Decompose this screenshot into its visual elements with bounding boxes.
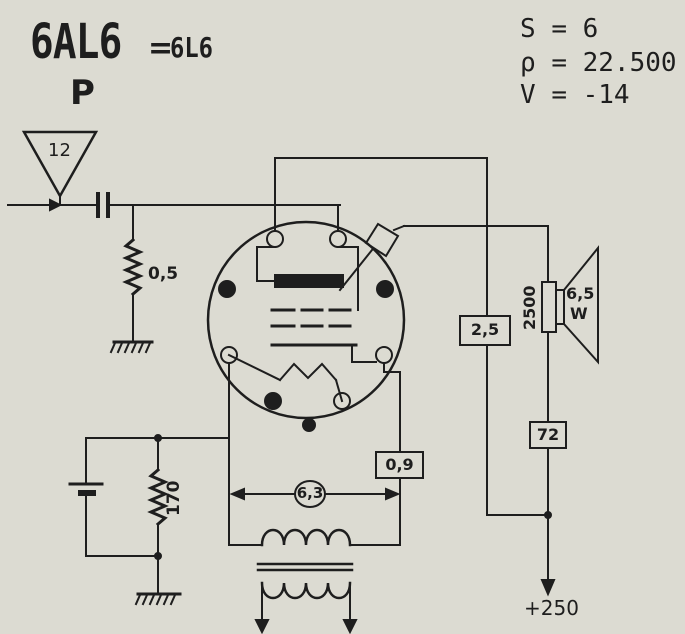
heater-voltage-label: 6,3 <box>296 484 324 502</box>
speaker-icon <box>541 225 599 423</box>
param-v: V = -14 <box>520 82 630 108</box>
cathode-resistor-label: 170 <box>164 480 184 517</box>
grid-resistor <box>122 204 144 341</box>
input-triangle-icon <box>21 130 99 199</box>
tube-electrodes <box>227 246 377 403</box>
equivalence-sign: = <box>148 31 174 66</box>
param-rho-symbol: ρ <box>520 48 536 78</box>
supply-line <box>540 447 556 597</box>
param-v-sep: = <box>551 80 567 110</box>
param-v-symbol: V <box>520 80 536 110</box>
supply-resistor-label: 72 <box>536 425 560 444</box>
param-v-value: -14 <box>582 80 630 110</box>
heater-resistor-box <box>375 451 424 479</box>
heater-circuit <box>228 362 401 546</box>
coupling-capacitor <box>96 192 341 218</box>
param-rho-value: 22.500 <box>582 48 677 78</box>
tube-type-letter: P <box>70 73 95 113</box>
param-s-value: 6 <box>582 14 599 44</box>
param-s-symbol: S <box>520 14 536 44</box>
screen-resistor-label: 2,5 <box>470 320 500 339</box>
speaker-transformer-label: 2500 <box>520 285 539 330</box>
ground-grid-icon <box>109 340 154 354</box>
param-s-sep: = <box>551 14 567 44</box>
tube-name: 6AL6 <box>30 14 122 70</box>
param-rho-sep: = <box>551 48 567 78</box>
param-rho: ρ = 22.500 <box>520 50 677 76</box>
speaker-power-unit: W <box>570 304 588 323</box>
screen-resistor-box <box>459 315 511 346</box>
tube-equivalent: 6L6 <box>170 31 213 64</box>
ground-cathode-icon <box>134 592 182 606</box>
screen-supply-wire <box>274 157 549 516</box>
cathode-circuit <box>68 362 230 593</box>
supply-resistor-box <box>529 421 567 449</box>
tube-envelope <box>206 220 406 420</box>
input-triangle-label: 12 <box>48 140 71 161</box>
top-cap-icon <box>338 222 549 292</box>
param-s: S = 6 <box>520 16 598 42</box>
heater-resistor-label: 0,9 <box>385 455 414 474</box>
speaker-power-value: 6,5 <box>566 284 595 303</box>
grid-resistor-label: 0,5 <box>148 264 179 284</box>
input-line <box>7 195 96 212</box>
heater-transformer-icon <box>254 528 358 634</box>
supply-voltage-label: +250 <box>524 596 579 620</box>
tube-pins <box>218 230 394 432</box>
